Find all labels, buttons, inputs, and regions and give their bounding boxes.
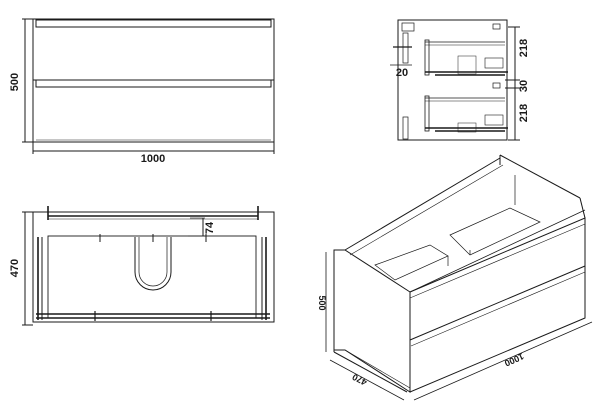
inner-drawer-left (374, 244, 449, 281)
iso-depth-dim-line (329, 359, 405, 401)
inner-drawer-right (449, 207, 541, 256)
top-depth-label: 470 (9, 259, 21, 277)
back-rim (344, 157, 501, 251)
lower-drawer-section (424, 95, 508, 133)
setback-label: 74 (204, 221, 216, 234)
drawer-box-outline (47, 235, 257, 319)
upper-drawer-handle-rail (35, 19, 272, 28)
top-view (22, 206, 275, 326)
front-height-label: 500 (9, 73, 21, 91)
side-cabinet-outline (397, 19, 508, 141)
panel-offset-label: 20 (396, 67, 408, 79)
hinge-bracket (401, 22, 415, 32)
lower-drawer-handle-rail (35, 79, 272, 88)
upper-drawer-section (424, 39, 508, 76)
lower-drawer-label: 218 (518, 104, 530, 122)
siphon-cutout (134, 237, 172, 291)
isometric-view (325, 154, 593, 401)
gap-label: 30 (518, 80, 530, 92)
iso-height-label: 500 (317, 295, 327, 310)
front-width-label: 1000 (141, 153, 165, 165)
upper-drawer-label: 218 (518, 39, 530, 57)
drawer-divider-line (409, 265, 586, 341)
front-view (22, 18, 275, 154)
side-panel (333, 249, 411, 393)
iso-depth-label: 470 (351, 372, 369, 388)
top-cabinet-outline (32, 211, 275, 323)
iso-width-label: 1000 (503, 351, 525, 368)
front-face (409, 217, 586, 393)
iso-width-dim-line (413, 321, 593, 401)
side-section-view (390, 19, 520, 141)
